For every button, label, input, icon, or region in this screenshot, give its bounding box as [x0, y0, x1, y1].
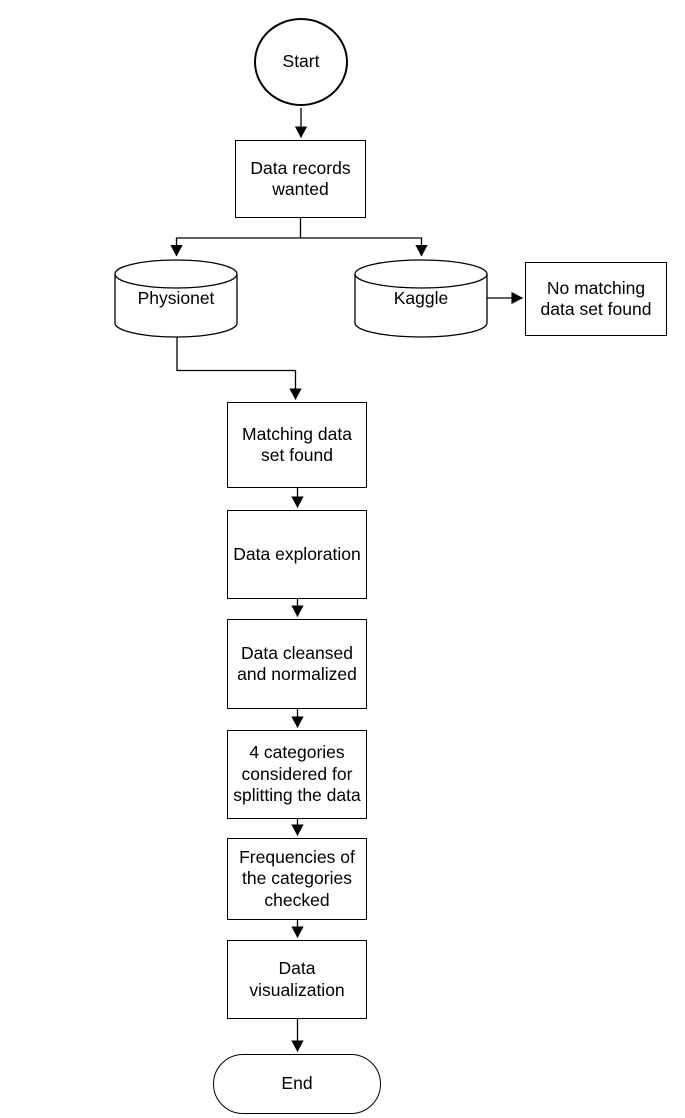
database-shape-kaggle — [354, 259, 488, 338]
node-data-exploration-label: Data exploration — [233, 543, 361, 564]
node-data-cleansed-and-normalized: Data cleansed and normalized — [227, 619, 367, 709]
node-matching-data-set-found-label: Matching data set found — [242, 423, 352, 465]
node-data-exploration: Data exploration — [227, 510, 367, 599]
node-kaggle: Kaggle — [355, 264, 487, 334]
node-no-matching-data-set-found: No matching data set found — [525, 262, 667, 336]
node-data-records-wanted: Data records wanted — [235, 140, 366, 218]
node-end-label: End — [281, 1073, 313, 1094]
node-start: Start — [254, 18, 348, 106]
connector-physionet-to-matching — [176, 337, 302, 401]
node-matching-data-set-found: Matching data set found — [227, 402, 367, 488]
node-physionet: Physionet — [115, 264, 237, 334]
node-four-categories-considered-label: 4 categories considered for splitting th… — [233, 742, 361, 806]
database-shape-physionet — [114, 259, 238, 338]
node-data-cleansed-and-normalized-label: Data cleansed and normalized — [237, 642, 357, 684]
node-no-matching-data-set-found-label: No matching data set found — [540, 277, 652, 319]
node-frequencies-of-categories-checked: Frequencies of the categories checked — [227, 838, 367, 920]
node-end: End — [213, 1054, 381, 1114]
node-start-label: Start — [282, 51, 320, 72]
connector-branch-to-physionet — [170, 237, 301, 257]
node-data-visualization-label: Data visualization — [249, 958, 345, 1000]
node-data-visualization: Data visualization — [227, 940, 367, 1019]
node-kaggle-label: Kaggle — [393, 288, 449, 309]
connector-branch-to-kaggle — [300, 237, 428, 257]
node-data-records-wanted-label: Data records wanted — [250, 157, 351, 199]
node-physionet-label: Physionet — [137, 288, 215, 309]
node-frequencies-of-categories-checked-label: Frequencies of the categories checked — [239, 846, 355, 910]
node-four-categories-considered: 4 categories considered for splitting th… — [227, 730, 367, 819]
